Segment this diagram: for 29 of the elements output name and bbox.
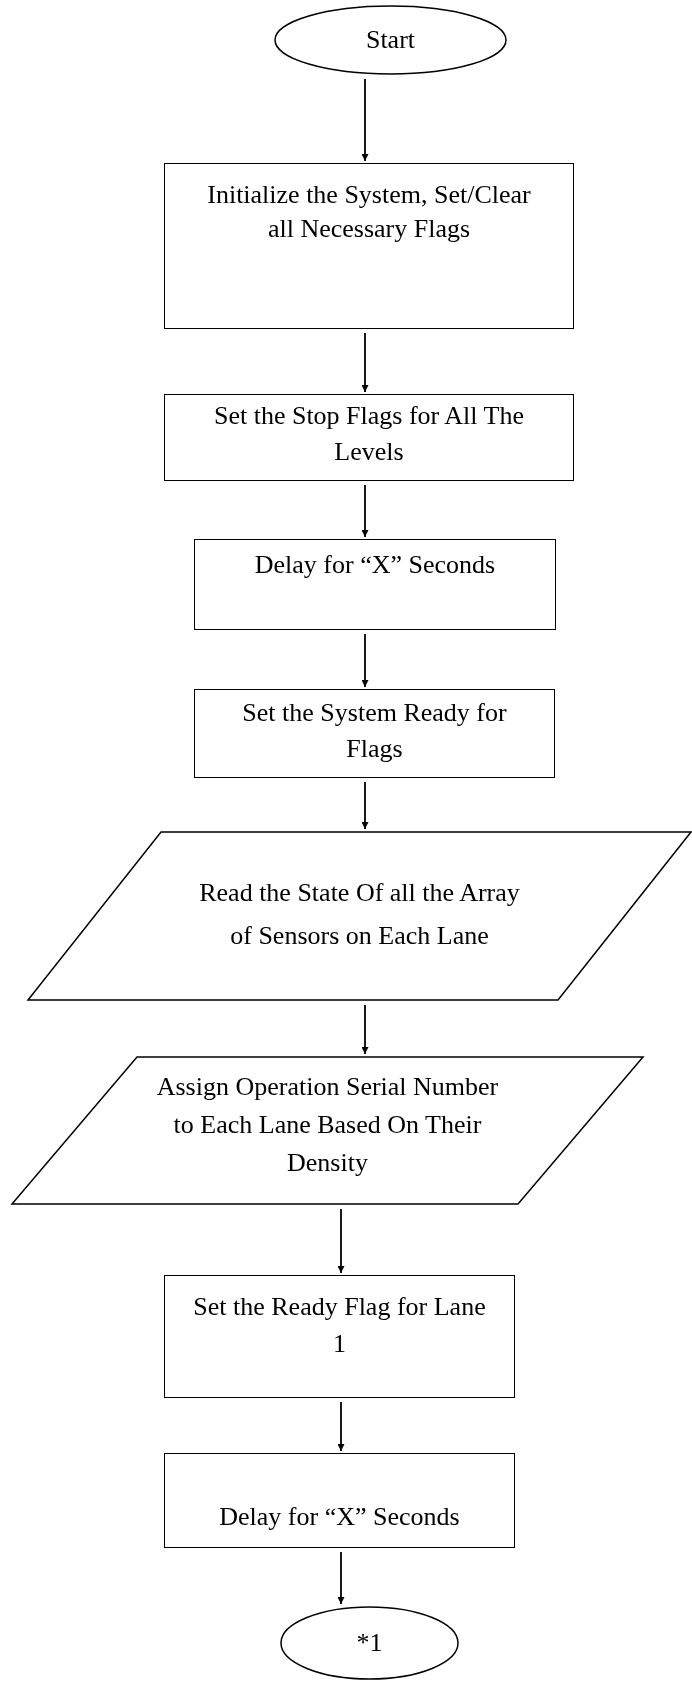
arrow — [361, 781, 369, 830]
node-text: Set the System Ready for Flags — [241, 697, 508, 765]
process-box — [164, 163, 574, 329]
arrow — [361, 332, 369, 393]
arrow — [337, 1401, 345, 1452]
process-box — [164, 1453, 515, 1548]
arrow — [361, 633, 369, 688]
process-box — [164, 1275, 515, 1398]
arrow — [361, 1004, 369, 1055]
node-text: Initialize the System, Set/Clear all Necessary Flags — [206, 179, 532, 245]
process-box — [164, 394, 574, 481]
node-text: *1 — [356, 1627, 383, 1659]
input-output-parallelogram — [11, 1056, 644, 1205]
process-box — [194, 689, 555, 778]
terminal-ellipse — [280, 1606, 459, 1680]
node-text: Set the Stop Flags for All The Levels — [212, 400, 526, 468]
input-output-parallelogram — [27, 831, 692, 1001]
process-box — [194, 539, 556, 630]
node-text: Delay for “X” Seconds — [219, 1501, 460, 1533]
node-text: Start — [365, 24, 416, 56]
node-text: Set the Ready Flag for Lane 1 — [192, 1291, 487, 1360]
node-text: Read the State Of all the Array of Sensors on Each Lane — [198, 877, 521, 952]
arrow — [337, 1551, 345, 1605]
node-text: Assign Operation Serial Number to Each Lane Based On Their Density — [155, 1071, 500, 1179]
arrow — [337, 1208, 345, 1274]
arrow — [361, 484, 369, 538]
arrow — [361, 78, 369, 162]
node-text: Delay for “X” Seconds — [254, 549, 496, 581]
terminal-ellipse — [274, 5, 507, 75]
